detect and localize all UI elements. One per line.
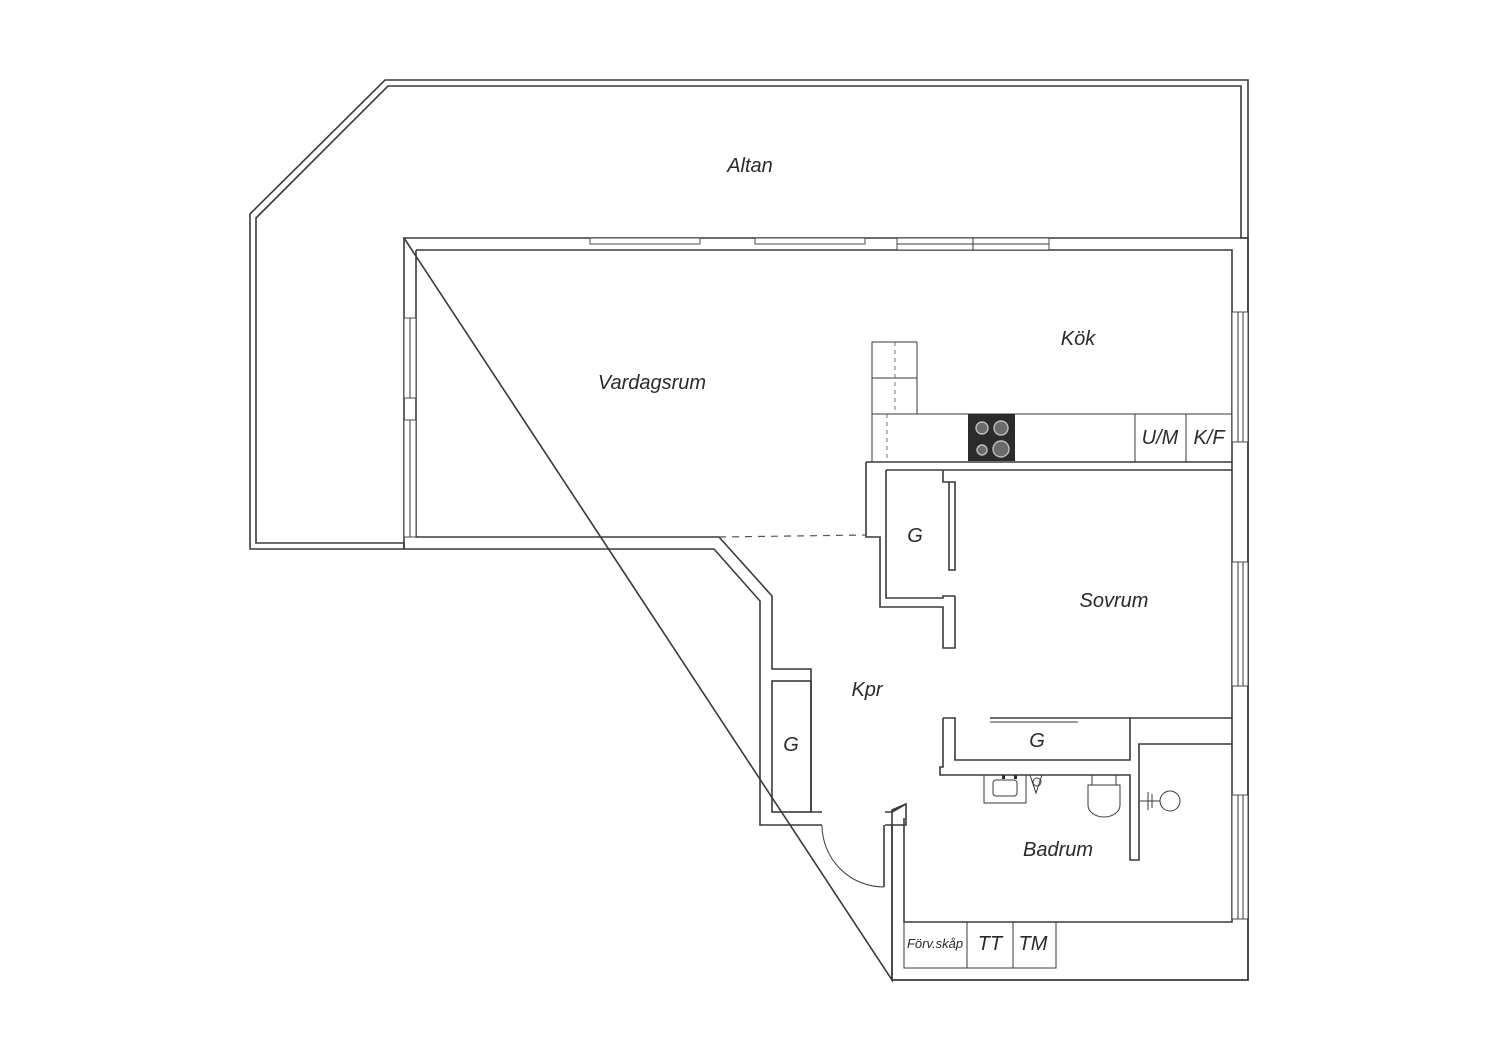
- toilet-icon: [1087, 774, 1121, 818]
- stove-icon: [968, 414, 1015, 461]
- sink-icon: [983, 774, 1027, 804]
- interior-walls: [771, 461, 1232, 861]
- room-label-badrum: Badrum: [1023, 839, 1093, 861]
- storage-row: [903, 921, 1057, 969]
- shower-valve-icon: [1029, 774, 1043, 795]
- shower-icon: [1140, 790, 1181, 812]
- fixture-label-kf: K/F: [1193, 427, 1226, 449]
- fixture-label-um: U/M: [1142, 427, 1179, 449]
- room-label-sovrum: Sovrum: [1080, 590, 1149, 612]
- room-label-altan: Altan: [726, 155, 773, 177]
- fixture-label-tm: TM: [1019, 933, 1048, 955]
- wardrobe-label: G: [1029, 730, 1045, 752]
- entrance-door: [821, 824, 885, 888]
- room-label-vardagsrum: Vardagsrum: [598, 372, 706, 394]
- fixture-label-tt: TT: [978, 933, 1004, 955]
- fixture-label-forvskap: Förv.skåp: [907, 936, 963, 951]
- room-label-kok: Kök: [1061, 328, 1096, 350]
- room-divider-dashed: [718, 534, 867, 538]
- balcony-outline: [249, 79, 1249, 550]
- room-label-kpr: Kpr: [851, 679, 883, 701]
- wardrobe-label: G: [907, 525, 923, 547]
- wardrobe-label: G: [783, 734, 799, 756]
- windows: [403, 237, 1249, 920]
